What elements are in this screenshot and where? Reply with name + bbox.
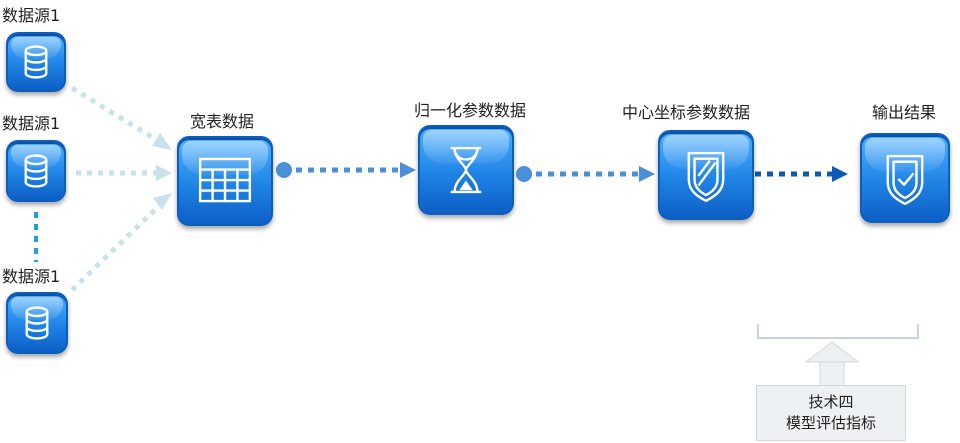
arrowhead-source2	[156, 165, 172, 181]
source2-node[interactable]	[6, 140, 66, 202]
database-icon	[24, 154, 48, 188]
shield-check-icon	[886, 154, 924, 205]
database-icon	[24, 45, 48, 79]
normalize-label: 归一化参数数据	[414, 101, 527, 120]
source2-label: 数据源1	[2, 114, 61, 133]
arrow-source1-to-wide-table	[70, 85, 167, 148]
output-label: 输出结果	[872, 103, 937, 122]
arrowhead-center	[639, 166, 655, 182]
table-grid-icon	[198, 157, 252, 203]
arrowhead-source1	[152, 133, 172, 150]
arrowhead-source3	[153, 193, 172, 210]
center-node[interactable]	[658, 130, 754, 220]
connector-dot-wide-table	[276, 162, 292, 178]
shield-icon	[687, 151, 725, 202]
source3-node[interactable]	[6, 292, 68, 354]
database-icon	[25, 306, 49, 340]
source1-label: 数据源1	[2, 6, 61, 25]
hourglass-icon	[450, 146, 482, 194]
arrowhead-output	[832, 166, 848, 182]
connector-dot-normalize	[516, 166, 532, 182]
wide-table-label: 宽表数据	[190, 112, 255, 131]
arrowhead-normalize	[400, 162, 416, 178]
output-node[interactable]	[860, 133, 950, 223]
arrow-source3-to-wide-table	[70, 200, 165, 292]
technique-subtitle: 模型评估指标	[785, 414, 876, 432]
technique-bracket	[757, 324, 919, 339]
wide-table-node[interactable]	[177, 136, 273, 226]
source3-label: 数据源1	[2, 267, 61, 286]
source1-node[interactable]	[6, 32, 66, 92]
normalize-node[interactable]	[418, 125, 514, 215]
technique-up-arrow	[804, 341, 860, 387]
center-label: 中心坐标参数数据	[622, 103, 751, 122]
technique-title: 技术四	[808, 393, 854, 411]
technique-box: 技术四 模型评估指标	[756, 385, 906, 441]
